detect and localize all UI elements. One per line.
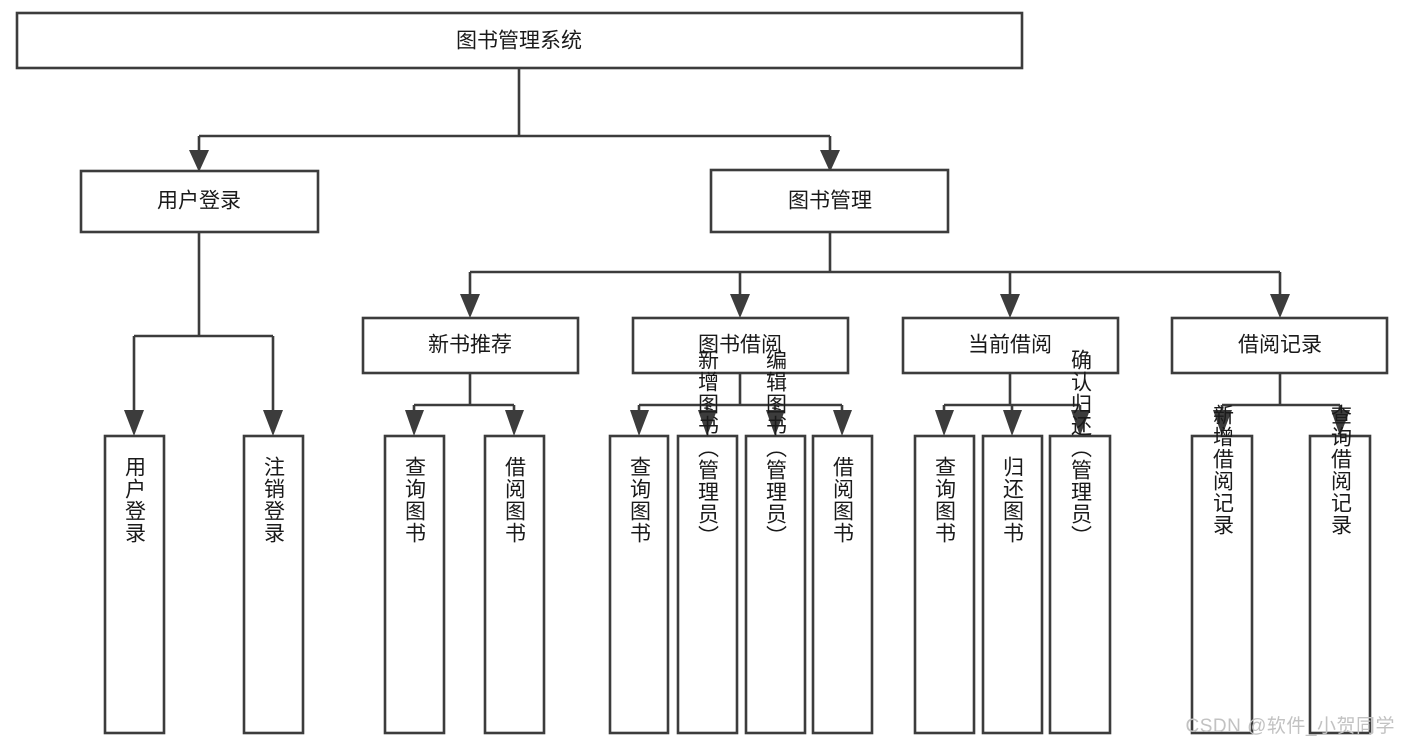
arrowhead-books-newbooks [460, 294, 480, 318]
arrowhead-current-leaf2 [1003, 410, 1022, 436]
node-current-borrow-label: 当前借阅 [968, 334, 1052, 357]
leaf-logout-box[interactable] [242, 434, 305, 735]
arrowhead-books-current [1000, 294, 1020, 318]
leaf-query-book-new-label: 查询图书 [403, 456, 427, 544]
node-borrow-records-label: 借阅记录 [1238, 334, 1322, 357]
leaf-query-borrow-record-label: 查询借阅记录 [1329, 404, 1353, 536]
leaf-query-borrow-record[interactable]: 查询借阅记录 [1308, 404, 1372, 735]
arrowhead-root-to-books [820, 150, 840, 172]
node-root-label: 图书管理系统 [456, 30, 582, 53]
leaf-add-borrow-record-label: 新增借阅记录 [1211, 404, 1235, 536]
leaf-query-book-label: 查询图书 [628, 456, 652, 544]
leaf-user-login-label: 用户登录 [123, 456, 147, 544]
leaf-confirm-return-admin-label: 确认归还（管理员） [1069, 349, 1093, 547]
leaf-return-book[interactable]: 归还图书 [981, 434, 1044, 735]
node-current-borrow[interactable]: 当前借阅 [901, 316, 1120, 375]
leaf-logout[interactable]: 注销登录 [242, 434, 305, 735]
node-borrow-records-box[interactable] [1170, 316, 1389, 375]
leaf-query-borrow-record-box[interactable] [1308, 434, 1372, 735]
node-book-management[interactable]: 图书管理 [709, 168, 950, 234]
leaf-borrow-book-label: 借阅图书 [831, 456, 855, 544]
node-new-book-recommend[interactable]: 新书推荐 [361, 316, 580, 375]
leaf-add-book-admin-box[interactable] [676, 434, 739, 735]
leaf-user-login-box[interactable] [103, 434, 166, 735]
node-book-borrow-label: 图书借阅 [698, 334, 782, 357]
arrowhead-books-records [1270, 294, 1290, 318]
leaf-add-book-admin[interactable]: 新增图书（管理员） [676, 349, 739, 735]
node-root-box[interactable] [15, 11, 1024, 70]
arrowhead-borrow-leaf3 [766, 410, 785, 436]
leaf-logout-label: 注销登录 [262, 456, 286, 544]
leaf-add-borrow-record[interactable]: 新增借阅记录 [1190, 404, 1254, 735]
arrowhead-borrow-leaf4 [833, 410, 852, 436]
node-user-login[interactable]: 用户登录 [79, 169, 320, 234]
arrowhead-borrow-leaf1 [630, 410, 649, 436]
arrowhead-newbooks-leaf2 [505, 410, 524, 436]
leaf-query-book-current[interactable]: 查询图书 [913, 434, 976, 735]
leaf-borrow-book-box[interactable] [811, 434, 874, 735]
node-book-management-box[interactable] [709, 168, 950, 234]
leaf-edit-book-admin[interactable]: 编辑图书（管理员） [744, 349, 807, 735]
node-new-book-recommend-label: 新书推荐 [428, 334, 512, 357]
arrowhead-records-leaf2 [1331, 410, 1350, 436]
arrowhead-login-leaf1 [124, 410, 144, 436]
leaf-edit-book-admin-box[interactable] [744, 434, 807, 735]
leaf-query-book-current-box[interactable] [913, 434, 976, 735]
arrowhead-current-leaf3 [1071, 410, 1090, 436]
leaf-query-book-box[interactable] [608, 434, 670, 735]
node-root[interactable]: 图书管理系统 [15, 11, 1024, 70]
leaf-borrow-book-new-box[interactable] [483, 434, 546, 735]
node-current-borrow-box[interactable] [901, 316, 1120, 375]
leaf-user-login[interactable]: 用户登录 [103, 434, 166, 735]
arrowhead-root-to-login [189, 150, 209, 172]
node-book-management-label: 图书管理 [788, 190, 872, 213]
node-new-book-recommend-box[interactable] [361, 316, 580, 375]
arrowhead-current-leaf1 [935, 410, 954, 436]
leaf-query-book-new-box[interactable] [383, 434, 446, 735]
connector-layer [124, 68, 1350, 436]
leaf-query-book-new[interactable]: 查询图书 [383, 434, 446, 735]
leaf-add-book-admin-label: 新增图书（管理员） [696, 349, 720, 547]
leaf-query-book[interactable]: 查询图书 [608, 434, 670, 735]
leaf-borrow-book-new[interactable]: 借阅图书 [483, 434, 546, 735]
leaf-confirm-return-admin-box[interactable] [1048, 434, 1112, 735]
leaf-edit-book-admin-label: 编辑图书（管理员） [764, 349, 788, 547]
node-book-borrow[interactable]: 图书借阅 [631, 316, 850, 375]
leaf-borrow-book[interactable]: 借阅图书 [811, 434, 874, 735]
leaf-borrow-book-new-label: 借阅图书 [503, 456, 527, 544]
arrowhead-records-leaf1 [1213, 410, 1232, 436]
node-user-login-label: 用户登录 [157, 190, 241, 213]
arrowhead-borrow-leaf2 [698, 410, 717, 436]
node-user-login-box[interactable] [79, 169, 320, 234]
leaf-return-book-box[interactable] [981, 434, 1044, 735]
arrowhead-newbooks-leaf1 [405, 410, 424, 436]
node-book-borrow-box[interactable] [631, 316, 850, 375]
node-borrow-records[interactable]: 借阅记录 [1170, 316, 1389, 375]
arrowhead-login-leaf2 [263, 410, 283, 436]
leaf-add-borrow-record-box[interactable] [1190, 434, 1254, 735]
leaf-query-book-current-label: 查询图书 [933, 456, 957, 544]
leaf-return-book-label: 归还图书 [1001, 456, 1025, 544]
arrowhead-books-borrow [730, 294, 750, 318]
leaf-confirm-return-admin[interactable]: 确认归还（管理员） [1048, 349, 1112, 735]
